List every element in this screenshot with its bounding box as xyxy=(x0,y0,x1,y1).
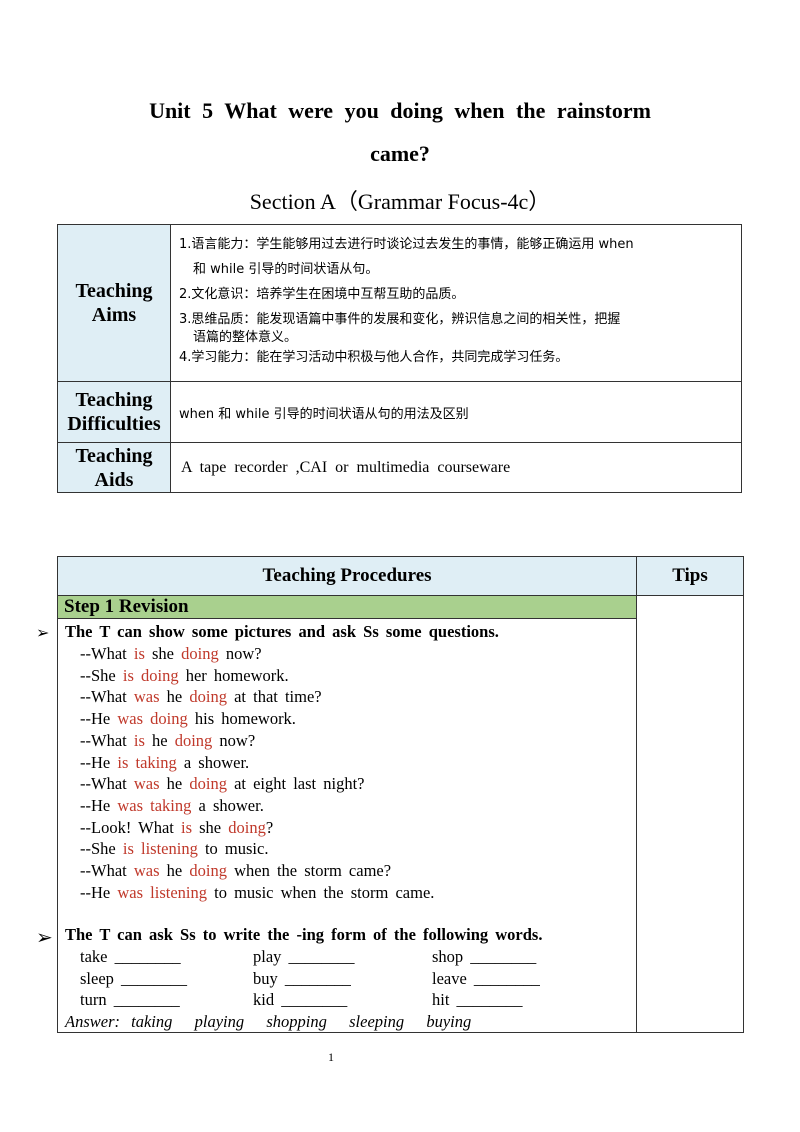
dialogue-line: --What is she doing now? xyxy=(80,644,262,664)
difficulties-content: when 和 while 引导的时间状语从句的用法及区别 xyxy=(170,381,742,443)
dialogue-text: --What xyxy=(80,730,134,750)
dialogue-text: now? xyxy=(218,644,262,663)
word-blank: turn ________ xyxy=(80,990,180,1009)
procedures-header: Teaching Procedures xyxy=(57,556,637,596)
dialogue-text: --He xyxy=(80,882,118,902)
word-blank: sleep ________ xyxy=(80,968,188,988)
dialogue-text: a shower. xyxy=(191,795,264,815)
dialogue-text: --She xyxy=(80,665,123,685)
dialogue-text: to music when the storm came. xyxy=(206,882,435,902)
aims-content: 1.语言能力：学生能够用过去进行时谈论过去发生的事情，能够正确运用 when 和… xyxy=(170,224,742,382)
highlighted-verb: doing xyxy=(174,730,213,750)
dialogue-text: --He xyxy=(80,752,118,772)
aim-1: 1.语言能力：学生能够用过去进行时谈论过去发生的事情，能够正确运用 when xyxy=(179,237,634,252)
answer-line: Answer: taking playing shopping sleeping… xyxy=(65,1012,472,1031)
dialogue-text: she xyxy=(144,644,182,663)
dialogue-text: --Look! What xyxy=(80,817,181,837)
dialogue-line: --He was listening to music when the sto… xyxy=(80,883,434,903)
dialogue-text: --What xyxy=(80,687,134,707)
dialogue-line: --He was taking a shower. xyxy=(80,796,264,816)
tips-body xyxy=(636,595,744,1033)
dialogue-text: when the storm came? xyxy=(226,861,392,880)
dialogue-text: he xyxy=(144,730,175,750)
bullet-arrow-icon: ➢ xyxy=(36,925,53,949)
dialogue-text: she xyxy=(192,817,229,837)
highlighted-verb: is listening xyxy=(122,839,198,859)
dialogue-text: her homework. xyxy=(178,665,289,685)
highlighted-verb: doing xyxy=(181,644,219,663)
task-1-instruction: The T can show some pictures and ask Ss … xyxy=(65,622,499,641)
aim-2: 2.文化意识：培养学生在困境中互帮互助的品质。 xyxy=(179,287,465,302)
dialogue-text: --What xyxy=(80,861,134,880)
dialogue-line: --He was doing his homework. xyxy=(80,709,296,729)
page-number: 1 xyxy=(328,1050,334,1064)
aim-4: 4.学习能力：能在学习活动中积极与他人合作，共同完成学习任务。 xyxy=(179,350,569,365)
dialogue-text: he xyxy=(159,774,190,794)
aim-3: 3.思维品质：能发现语篇中事件的发展和变化，辨识信息之间的相关性，把握 xyxy=(179,312,621,327)
highlighted-verb: is xyxy=(181,817,193,837)
highlighted-verb: was xyxy=(133,861,160,880)
procedures-body: Step 1 Revision xyxy=(57,595,637,1033)
dialogue-text: --She xyxy=(80,839,123,859)
doc-title-line-1: Unit 5 What were you doing when the rain… xyxy=(149,98,651,123)
highlighted-verb: was xyxy=(133,687,160,707)
section-subtitle: Section A（Grammar Focus-4c） xyxy=(249,189,551,214)
dialogue-text: --He xyxy=(80,795,118,815)
word-blank: shop ________ xyxy=(432,947,537,966)
dialogue-line: --What was he doing at eight last night? xyxy=(80,774,365,794)
highlighted-verb: doing xyxy=(189,774,227,794)
dialogue-line: --She is listening to music. xyxy=(80,839,268,859)
dialogue-text: a shower. xyxy=(176,752,250,772)
dialogue-line: --She is doing her homework. xyxy=(80,666,289,686)
dialogue-text: --What xyxy=(80,774,134,794)
dialogue-line: --What is he doing now? xyxy=(80,731,255,751)
procedures-table: Teaching Procedures Tips Step 1 Revision xyxy=(57,556,744,1033)
word-blank: play ________ xyxy=(253,947,355,966)
highlighted-verb: is taking xyxy=(117,752,177,772)
highlighted-verb: was taking xyxy=(117,795,192,815)
highlighted-verb: doing xyxy=(189,861,227,880)
dialogue-line: --What was he doing at that time? xyxy=(80,687,322,707)
task-2-instruction: The T can ask Ss to write the -ing form … xyxy=(65,925,543,944)
dialogue-text: ? xyxy=(265,817,274,837)
bullet-arrow-icon: ➢ xyxy=(36,623,50,642)
highlighted-verb: is xyxy=(133,730,145,750)
aim-3-cont: 语篇的整体意义。 xyxy=(193,330,298,345)
dialogue-text: at that time? xyxy=(226,687,322,707)
dialogue-text: he xyxy=(159,861,190,880)
dialogue-text: at eight last night? xyxy=(226,774,365,794)
dialogue-text: to music. xyxy=(197,839,269,859)
dialogue-text: --What xyxy=(80,644,134,663)
highlighted-verb: is doing xyxy=(122,665,179,685)
dialogue-text: --He xyxy=(80,709,118,729)
dialogue-line: --What was he doing when the storm came? xyxy=(80,861,391,881)
highlighted-verb: was xyxy=(133,774,160,794)
highlighted-verb: was listening xyxy=(117,882,207,902)
aim-1-cont: 和 while 引导的时间状语从句。 xyxy=(193,262,379,277)
word-blank: take ________ xyxy=(80,947,181,966)
word-blank: hit ________ xyxy=(432,990,523,1009)
highlighted-verb: doing xyxy=(228,817,266,837)
step-1-heading: Step 1 Revision xyxy=(58,596,636,619)
highlighted-verb: doing xyxy=(189,687,227,707)
highlighted-verb: was doing xyxy=(117,709,188,729)
aids-content: A tape recorder ,CAI or multimedia cours… xyxy=(170,442,742,493)
dialogue-text: he xyxy=(159,687,190,707)
word-blank: buy ________ xyxy=(253,968,351,988)
dialogue-text: his homework. xyxy=(187,709,296,729)
word-blank: kid ________ xyxy=(253,990,348,1009)
doc-title-line-2: came? xyxy=(370,141,430,166)
word-blank: leave ________ xyxy=(432,968,540,988)
dialogue-text: now? xyxy=(212,730,256,750)
tips-header: Tips xyxy=(636,556,744,596)
dialogue-line: --Look! What is she doing? xyxy=(80,818,273,838)
highlighted-verb: is xyxy=(133,644,145,663)
dialogue-line: --He is taking a shower. xyxy=(80,753,249,773)
